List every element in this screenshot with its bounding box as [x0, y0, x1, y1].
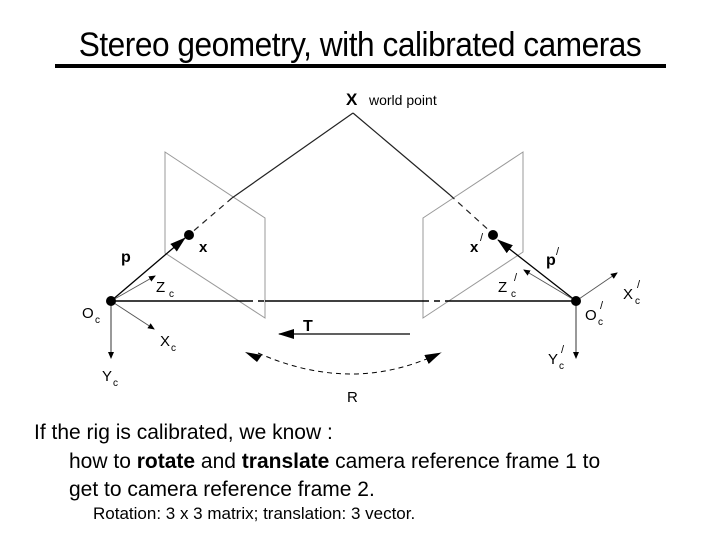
right-yc-prime: / — [561, 344, 565, 356]
right-camera-center — [571, 296, 581, 306]
body-line-2-post: camera reference frame 1 to — [329, 450, 601, 473]
left-xc-sub: c — [171, 343, 176, 354]
left-p-vector — [110, 237, 186, 302]
rotation-arrowhead-left — [245, 352, 262, 362]
rotation-arrowhead-right — [429, 352, 442, 363]
left-ray — [189, 112, 354, 235]
body-line-3: get to camera reference frame 2. — [69, 478, 375, 501]
left-x-axis — [110, 300, 155, 330]
body-line-2-mid: and — [195, 450, 242, 473]
right-xc-label: X — [623, 286, 633, 303]
translation-label: T — [303, 318, 313, 335]
left-p-label: p — [121, 249, 131, 266]
left-x-label: x — [199, 239, 208, 256]
left-image-point — [184, 230, 194, 240]
right-x-prime: / — [480, 232, 484, 244]
rotate-emphasis: rotate — [136, 450, 196, 473]
left-yc-label: Y — [102, 368, 112, 385]
right-x-label: x — [470, 239, 479, 256]
left-camera-center — [106, 296, 116, 306]
right-z-axis — [523, 269, 577, 302]
body-line-1: If the rig is calibrated, we know : — [34, 421, 333, 444]
rotation-label: R — [347, 389, 358, 406]
left-xc-label: X — [160, 333, 170, 350]
rotation-arc — [257, 352, 441, 375]
right-image-point — [488, 230, 498, 240]
left-z-axis — [110, 275, 156, 302]
right-p-label: p — [546, 252, 556, 269]
left-image-plane — [164, 151, 266, 319]
right-yc-label: Y — [548, 351, 558, 368]
right-ray — [352, 112, 494, 235]
left-zc-label: Z — [156, 279, 165, 296]
slide-title: Stereo geometry, with calibrated cameras — [78, 26, 642, 64]
right-image-plane — [422, 151, 524, 319]
right-x-axis — [575, 272, 618, 302]
translate-emphasis: translate — [241, 450, 330, 473]
right-oc-prime: / — [600, 300, 604, 312]
body-line-2-pre: how to — [69, 450, 137, 473]
world-point-label: world point — [368, 92, 437, 108]
right-p-vector — [497, 239, 577, 302]
right-xc-prime: / — [637, 279, 641, 291]
right-p-prime: / — [556, 246, 560, 258]
right-zc-sub: c — [511, 289, 516, 300]
body-line-2: how to rotate and translate camera refer… — [69, 450, 600, 474]
left-oc-sub: c — [95, 315, 100, 326]
right-zc-label: Z — [498, 279, 507, 296]
right-oc-sub: c — [598, 317, 603, 328]
body-line-4: Rotation: 3 x 3 matrix; translation: 3 v… — [93, 504, 416, 523]
right-xc-sub: c — [635, 296, 640, 307]
right-yc-sub: c — [559, 361, 564, 372]
right-zc-prime: / — [514, 272, 518, 284]
left-zc-sub: c — [169, 289, 174, 300]
left-yc-sub: c — [113, 378, 118, 389]
title-underline — [55, 64, 666, 68]
right-oc-label: O — [585, 307, 597, 324]
world-point-symbol: X — [346, 90, 358, 109]
left-oc-label: O — [82, 305, 94, 322]
